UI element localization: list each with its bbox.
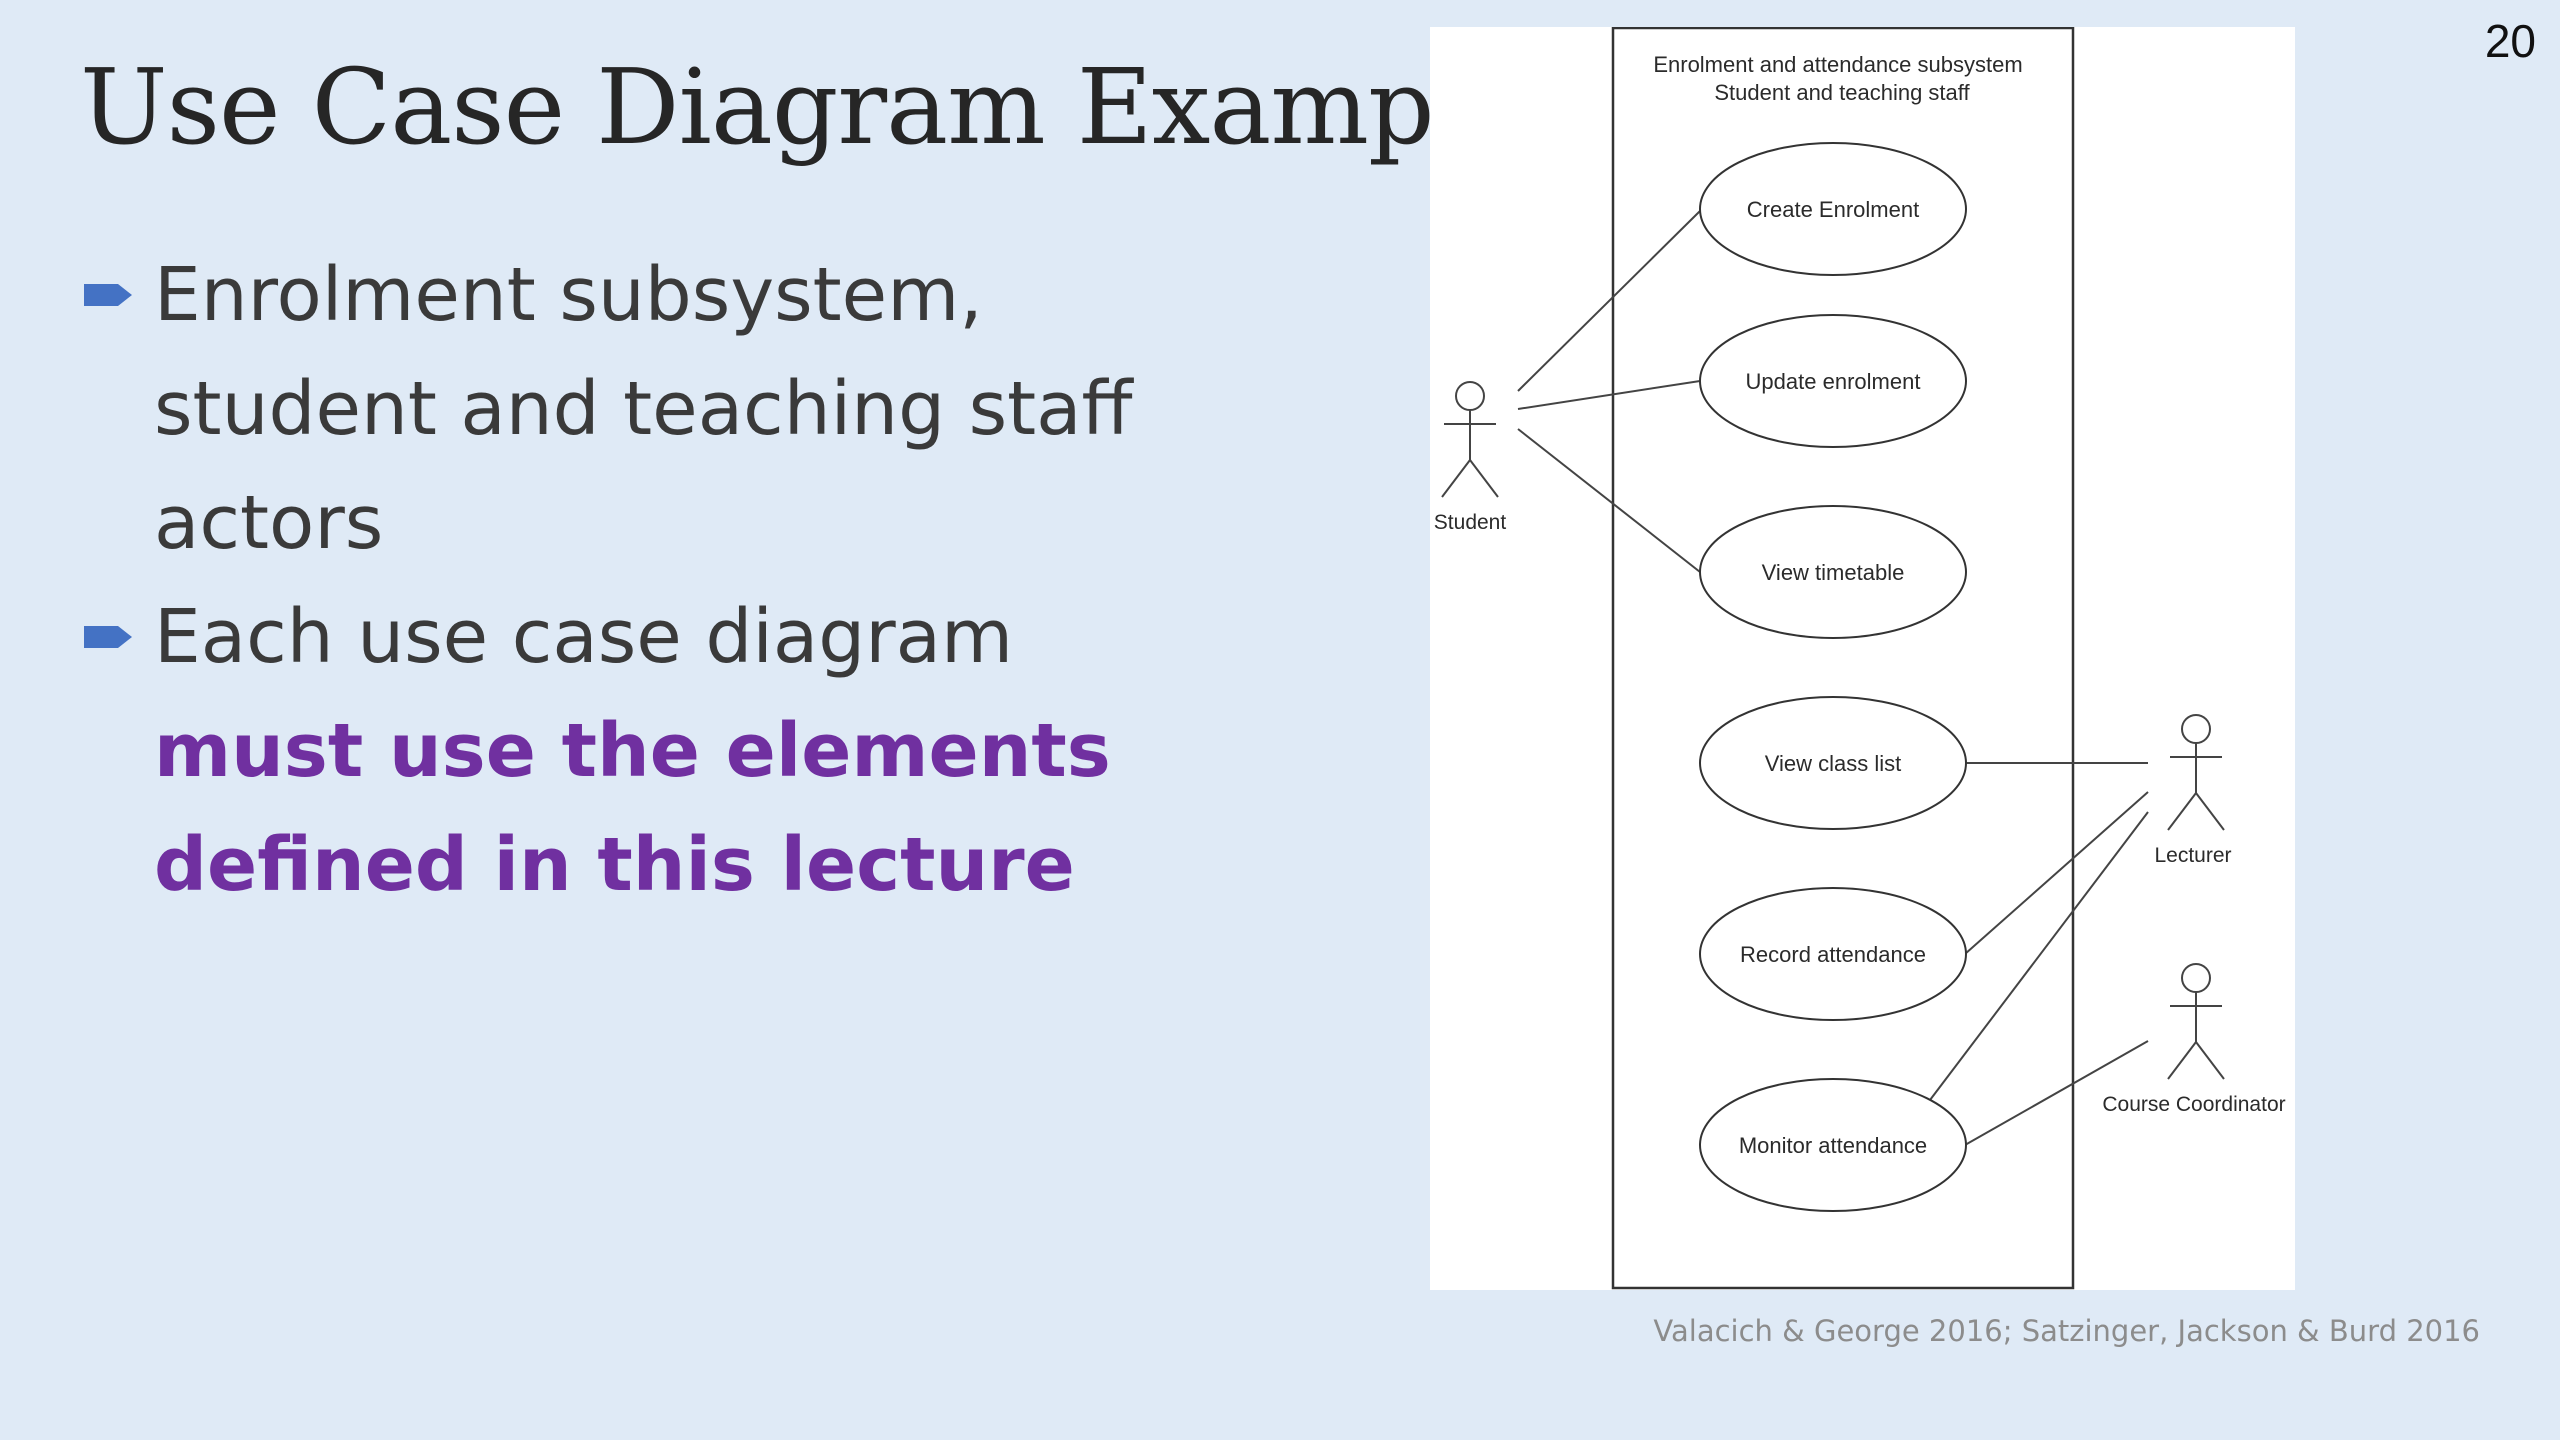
use-case-update-enrolment: Update enrolment (1699, 314, 1967, 448)
slide-number: 20 (2484, 15, 2536, 67)
use-case-diagram-svg: Enrolment and attendance subsystem Stude… (1434, 27, 2286, 1290)
bullet-item: Enrolment subsystem, student and teachin… (80, 238, 1380, 580)
bullet-list: Enrolment subsystem, student and teachin… (80, 238, 1380, 922)
arrow-bullet-icon (84, 626, 132, 648)
association-line (1929, 811, 2149, 1101)
use-case-monitor-attendance: Monitor attendance (1699, 1078, 1967, 1212)
use-case-create-enrolment: Create Enrolment (1699, 142, 1967, 276)
association-line (1517, 380, 1701, 410)
arrow-bullet-icon (84, 284, 132, 306)
use-case-view-timetable: View timetable (1699, 505, 1967, 639)
association-line (1517, 210, 1701, 392)
association-lines (1517, 210, 2149, 1146)
actor-label-course-coordinator: Course Coordinator (2102, 1093, 2285, 1116)
bullet-text-line: Enrolment subsystem, (154, 252, 983, 338)
use-case-view-class-list: View class list (1699, 696, 1967, 830)
actor-student-icon (1441, 381, 1499, 498)
slide-title: Use Case Diagram Example (80, 46, 1527, 168)
bullet-text-line: actors (154, 480, 384, 566)
citation: Valacich & George 2016; Satzinger, Jacks… (1653, 1314, 2480, 1348)
use-case-label: Monitor attendance (1739, 1133, 1927, 1158)
use-case-label: Record attendance (1740, 942, 1926, 967)
bullet-text-line: Each use case diagram (154, 594, 1014, 680)
use-case-label: Create Enrolment (1747, 197, 1919, 222)
actor-lecturer-icon (2167, 714, 2225, 831)
bullet-text-line: student and teaching staff (154, 366, 1133, 452)
association-line (1964, 1040, 2149, 1146)
use-case-diagram: Enrolment and attendance subsystem Stude… (1430, 27, 2295, 1290)
actor-course-coordinator-icon (2167, 963, 2225, 1080)
boundary-subtitle: Student and teaching staff (1714, 80, 1970, 105)
boundary-title: Enrolment and attendance subsystem (1653, 52, 2022, 77)
system-boundary (1611, 27, 2075, 1290)
use-case-record-attendance: Record attendance (1699, 887, 1967, 1021)
use-case-label: View timetable (1762, 560, 1905, 585)
use-case-label: View class list (1765, 751, 1902, 776)
actor-label-lecturer: Lecturer (2154, 844, 2231, 867)
association-line (1517, 428, 1701, 573)
bullet-emphasis-line: defined in this lecture (154, 822, 1075, 908)
bullet-emphasis-line: must use the elements (154, 708, 1111, 794)
use-case-label: Update enrolment (1746, 369, 1921, 394)
actor-label-student: Student (1434, 511, 1507, 534)
bullet-item: Each use case diagram must use the eleme… (80, 580, 1380, 922)
association-line (1964, 791, 2149, 955)
